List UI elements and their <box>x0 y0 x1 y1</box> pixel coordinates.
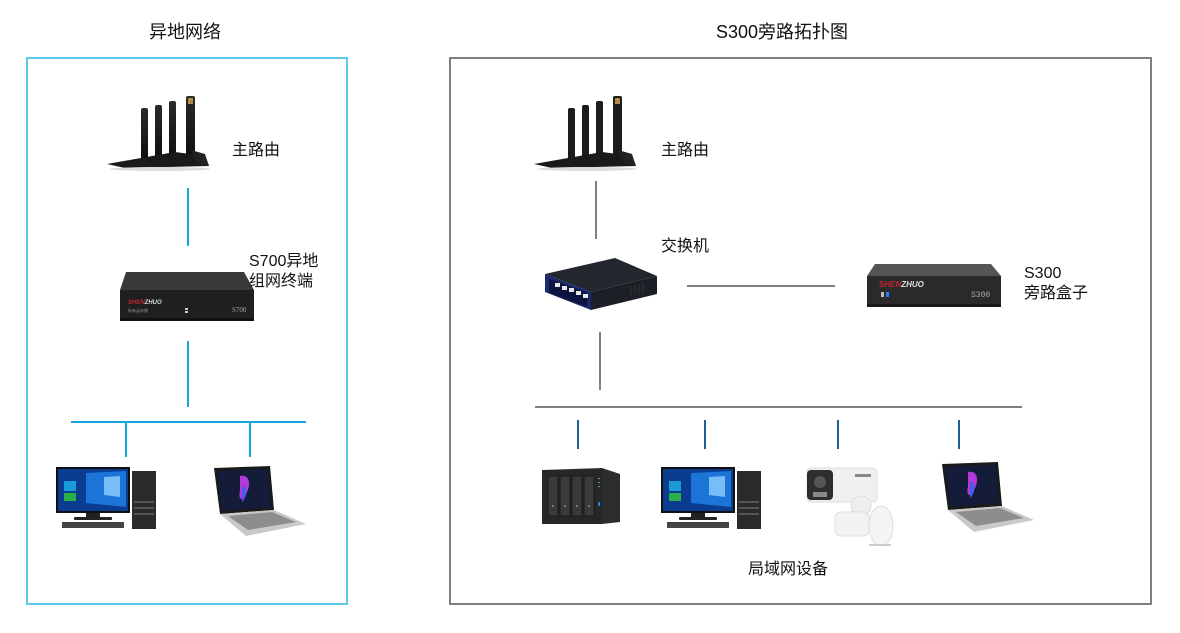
s700-terminal-label-line2: 组网终端 <box>249 273 314 290</box>
left-panel-title: 异地网络 <box>149 22 221 42</box>
router-to-terminal-link <box>187 188 189 246</box>
lan-devices-label: 局域网设备 <box>748 561 829 578</box>
s300-bypass-label-line1: S300 <box>1024 265 1062 282</box>
bus-to-laptop-link <box>958 420 960 449</box>
laptop-icon <box>212 466 308 538</box>
switch-label: 交换机 <box>661 238 710 255</box>
s700-terminal-icon: SHENZHUO 私有云存储 S700 <box>118 268 256 324</box>
svg-text:S300: S300 <box>971 291 990 300</box>
s300-bypass-label-line2: 旁路盒子 <box>1024 285 1089 302</box>
ip-camera-icon <box>805 466 897 548</box>
network-switch-icon <box>541 256 659 314</box>
laptop-icon <box>940 462 1036 534</box>
left-lan-bus <box>71 421 306 423</box>
bus-to-laptop-link <box>249 422 251 457</box>
main-router-icon <box>532 92 637 172</box>
desktop-pc-icon <box>56 467 158 533</box>
nas-storage-icon <box>540 466 622 526</box>
switch-to-bypass-link <box>687 285 835 287</box>
main-router-label: 主路由 <box>661 142 710 159</box>
svg-text:私有云存储: 私有云存储 <box>128 307 148 313</box>
remote-network-panel <box>26 57 348 605</box>
svg-text:SHENZHUO: SHENZHUO <box>128 300 162 306</box>
svg-text:SHENZHUO: SHENZHUO <box>879 280 925 289</box>
right-lan-bus <box>535 406 1022 408</box>
desktop-pc-icon <box>661 467 763 533</box>
router-to-switch-link <box>595 181 597 239</box>
s300-bypass-box-icon: SHENZHUO S300 <box>865 262 1003 310</box>
terminal-to-bus-link <box>187 341 189 407</box>
svg-text:S700: S700 <box>232 306 247 314</box>
switch-to-bus-link <box>599 332 601 390</box>
bus-to-nas-link <box>577 420 579 449</box>
s300-bypass-topology-panel <box>449 57 1152 605</box>
right-panel-title: S300旁路拓扑图 <box>716 22 849 42</box>
bus-to-desktop-link <box>125 422 127 457</box>
main-router-label: 主路由 <box>232 142 281 159</box>
main-router-icon <box>105 92 210 172</box>
bus-to-camera-link <box>837 420 839 449</box>
s700-terminal-label-line1: S700异地 <box>249 253 319 270</box>
bus-to-desktop-link <box>704 420 706 449</box>
